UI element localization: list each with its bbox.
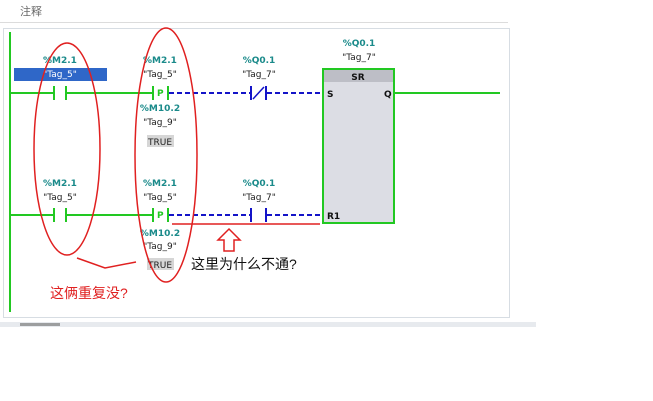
rung1-nc-address: %Q0.1 <box>243 56 276 66</box>
rung2-contact1-tag[interactable]: "Tag_5" <box>43 193 77 203</box>
selected-tag-highlight <box>14 68 107 81</box>
sr-title: SR <box>351 73 364 83</box>
rung1-state-badge-bg <box>147 135 174 147</box>
rung1-p-symbol: P <box>157 89 164 99</box>
annotation-duplicate-question: 这俩重复没? <box>50 285 128 301</box>
rung2-no-address: %Q0.1 <box>243 179 276 189</box>
rung1-p-contact[interactable]: P <box>152 86 169 100</box>
comment-header: 注释 <box>0 0 508 23</box>
rung2-state-badge: TRUE <box>147 261 172 271</box>
rung2-no-tag[interactable]: "Tag_7" <box>242 193 276 203</box>
sr-block[interactable] <box>322 68 395 224</box>
annotation-circle-pcontacts <box>134 27 198 283</box>
rung1-nc-tag[interactable]: "Tag_7" <box>242 70 276 80</box>
rung1-contact1[interactable] <box>53 86 67 100</box>
rung1-contact1-address: %M2.1 <box>43 56 77 66</box>
sr-tag[interactable]: "Tag_7" <box>342 53 376 63</box>
comment-label: 注释 <box>20 6 42 18</box>
sr-pin-q: Q <box>384 90 392 100</box>
up-arrow-icon <box>216 227 242 252</box>
rung2-contact1[interactable] <box>53 208 67 222</box>
sr-pin-s: S <box>327 90 333 100</box>
annotation-connector-line <box>76 257 137 269</box>
rung2-pcontact-tag[interactable]: "Tag_5" <box>143 193 177 203</box>
rung2-contact1-address: %M2.1 <box>43 179 77 189</box>
rung1-contact1-tag[interactable]: "Tag_5" <box>43 70 77 80</box>
rung1-pcontact-tag[interactable]: "Tag_5" <box>143 70 177 80</box>
bottom-scroll-strip[interactable] <box>0 322 536 327</box>
rung1-pcontact-address: %M2.1 <box>143 56 177 66</box>
rung2-edge-tag[interactable]: "Tag_9" <box>143 242 177 252</box>
rung2-p-symbol: P <box>157 211 164 221</box>
annotation-circle-contacts <box>33 42 101 256</box>
annotation-why-question: 这里为什么不通? <box>191 256 297 272</box>
rung1-state-badge: TRUE <box>147 138 172 148</box>
rung2-no-contact[interactable] <box>250 208 267 222</box>
rung2-pcontact-address: %M2.1 <box>143 179 177 189</box>
sr-address: %Q0.1 <box>343 39 376 49</box>
rung1-edge-tag[interactable]: "Tag_9" <box>143 118 177 128</box>
rung2-p-contact[interactable]: P <box>152 208 169 222</box>
rung2-edge-address: %M10.2 <box>140 229 180 239</box>
sr-pin-r1: R1 <box>327 212 340 222</box>
rung1-nc-contact[interactable] <box>250 86 267 100</box>
rung2-state-badge-bg <box>147 258 174 270</box>
bottom-tab-indicator <box>20 323 60 326</box>
rung1-edge-address: %M10.2 <box>140 104 180 114</box>
